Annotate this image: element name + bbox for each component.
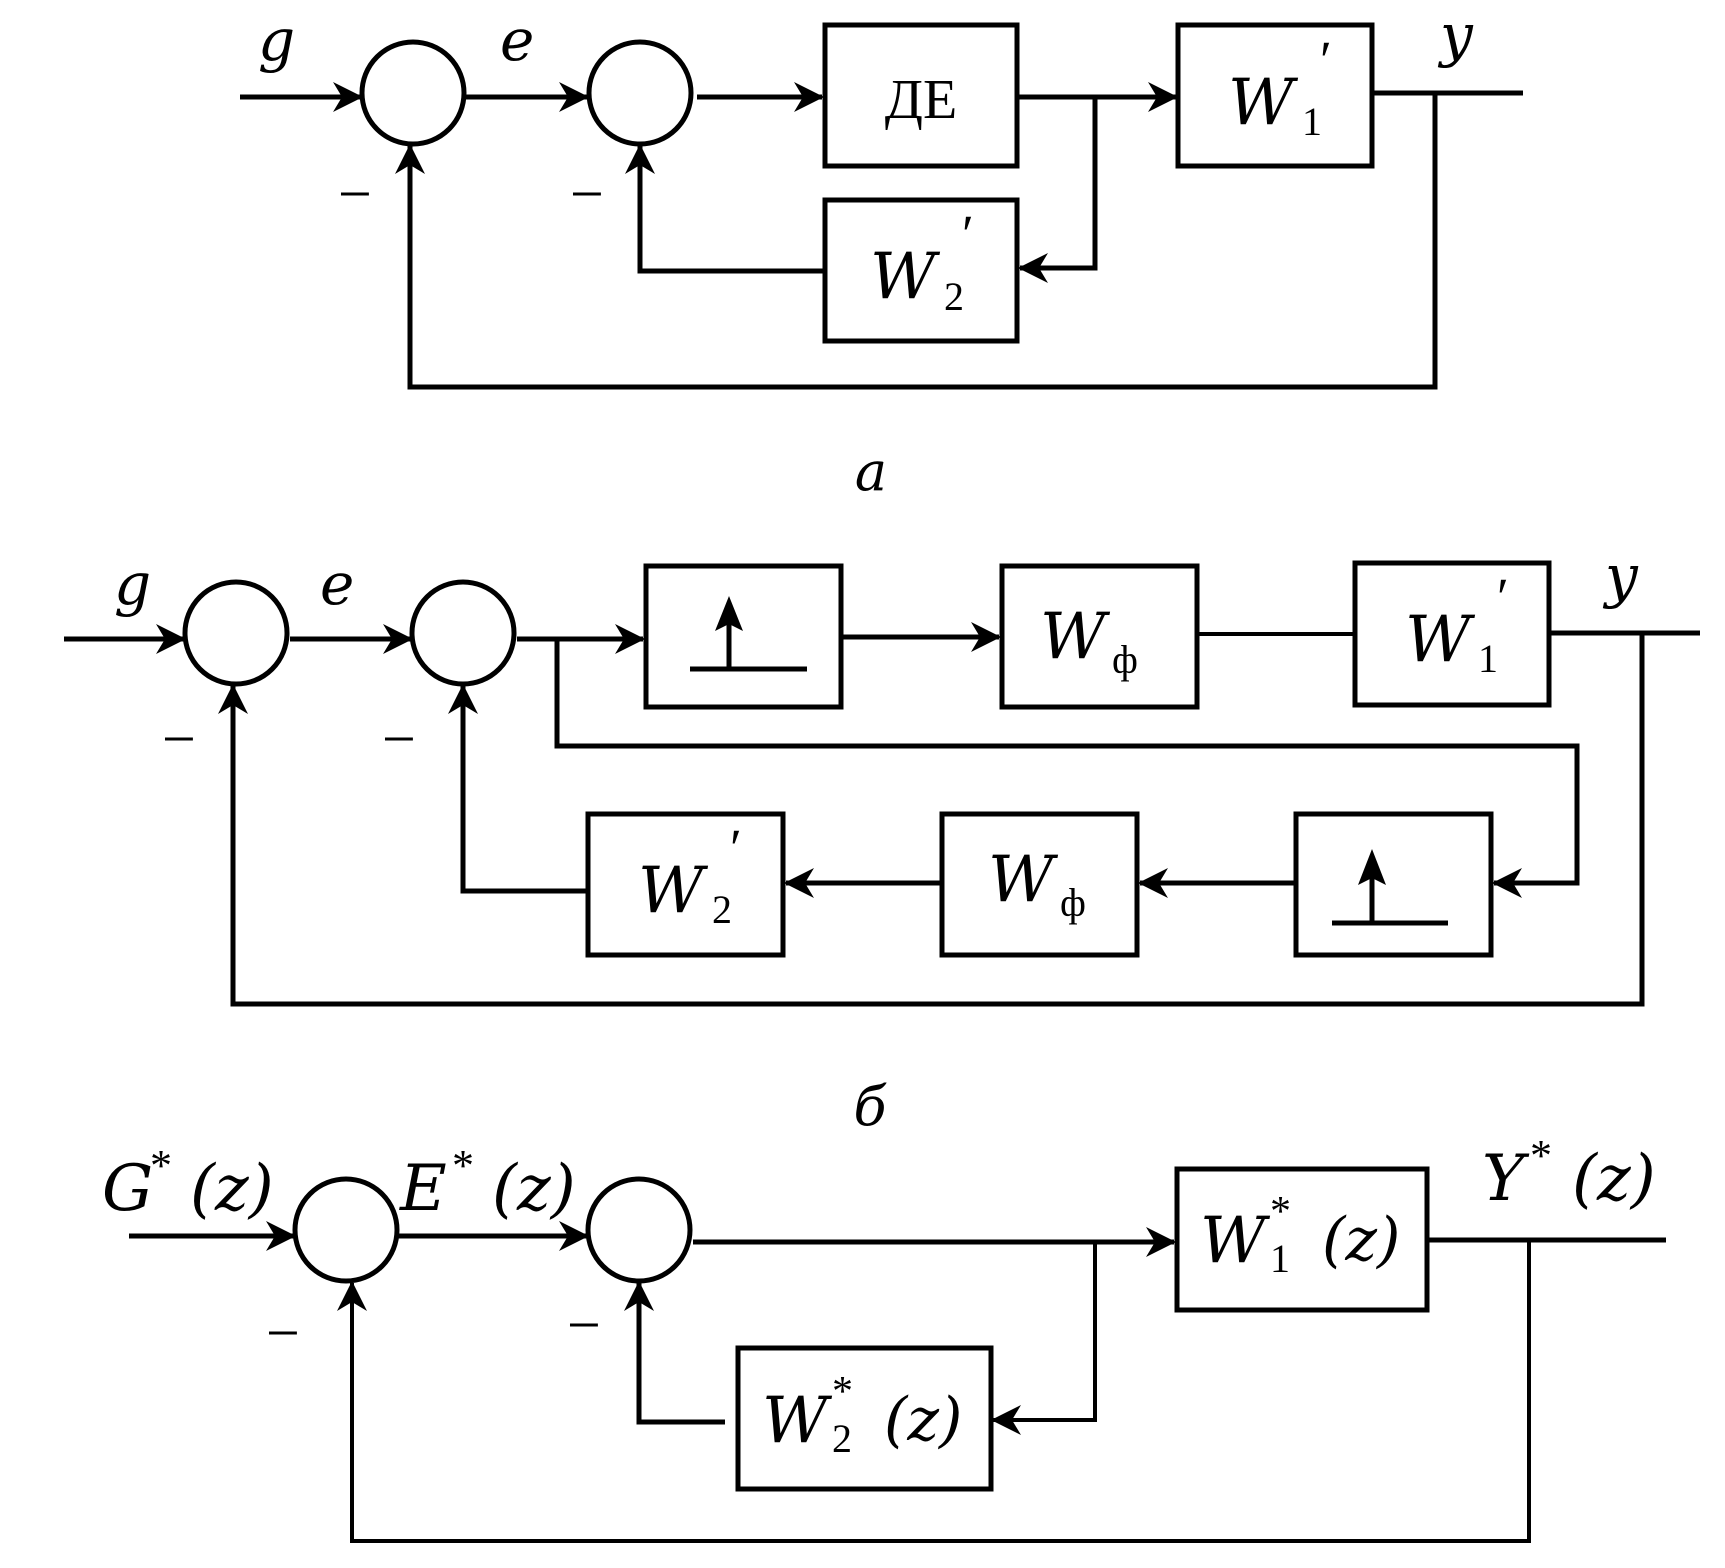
svg-text:(z): (z) bbox=[1572, 1142, 1656, 1216]
filter-block-feedback bbox=[939, 811, 1140, 958]
panel-b-caption: б bbox=[854, 1075, 888, 1138]
sampler-block-feedback bbox=[1293, 811, 1494, 958]
minus-sign-outer: − bbox=[338, 161, 372, 227]
error-label-e-star-z: E * (z) bbox=[399, 1141, 576, 1226]
panel-a-caption: a bbox=[855, 440, 887, 503]
summing-junction-inner bbox=[585, 1176, 693, 1284]
svg-text:W: W bbox=[638, 854, 709, 928]
minus-sign-inner: − bbox=[567, 1292, 601, 1358]
summing-junction-outer bbox=[182, 579, 290, 687]
w2-star-block-label: W * 2 (z) bbox=[762, 1369, 962, 1461]
svg-text:ф: ф bbox=[1112, 637, 1138, 682]
output-label-y: y bbox=[1602, 542, 1639, 610]
svg-text:(z): (z) bbox=[190, 1152, 274, 1226]
input-label-g: g bbox=[258, 6, 295, 74]
input-label-g: g bbox=[114, 550, 151, 618]
impulse-sampler-icon bbox=[1332, 849, 1448, 926]
actuator-block-label: ДЕ bbox=[885, 69, 957, 131]
svg-text:Y: Y bbox=[1482, 1142, 1530, 1216]
outer-feedback-line bbox=[395, 93, 1438, 390]
svg-text:2: 2 bbox=[944, 274, 964, 319]
svg-text:′: ′ bbox=[730, 818, 742, 878]
minus-sign-inner: − bbox=[382, 706, 416, 772]
summing-junction-outer bbox=[292, 1176, 400, 1284]
svg-text:2: 2 bbox=[712, 887, 732, 932]
outer-feedback-line bbox=[337, 1240, 1531, 1543]
svg-text:′: ′ bbox=[1497, 567, 1509, 627]
svg-text:W: W bbox=[1200, 1204, 1271, 1278]
svg-text:*: * bbox=[1270, 1189, 1291, 1235]
svg-text:*: * bbox=[452, 1141, 474, 1190]
filter-block-feedback-label: W ф bbox=[988, 843, 1086, 925]
w1-block-label: W ′ 1 bbox=[1405, 567, 1509, 681]
svg-text:′: ′ bbox=[962, 204, 974, 264]
filter-block-forward-label: W ф bbox=[1040, 600, 1138, 682]
svg-text:W: W bbox=[1405, 603, 1476, 677]
svg-text:W: W bbox=[1228, 66, 1299, 140]
summing-junction-inner bbox=[586, 39, 694, 147]
svg-text:W: W bbox=[870, 240, 941, 314]
panel-b: g e W ф W ′ 1 y bbox=[64, 542, 1700, 1138]
svg-text:W: W bbox=[1040, 600, 1111, 674]
svg-text:(z): (z) bbox=[1322, 1205, 1400, 1275]
actuator-block bbox=[822, 22, 1020, 169]
summing-junction-inner bbox=[409, 579, 517, 687]
svg-text:(z): (z) bbox=[884, 1385, 962, 1455]
svg-text:E: E bbox=[399, 1152, 447, 1226]
svg-text:1: 1 bbox=[1478, 636, 1498, 681]
w1-star-block bbox=[1174, 1166, 1430, 1313]
input-label-g-star-z: G * (z) bbox=[102, 1141, 274, 1226]
svg-text:*: * bbox=[832, 1369, 853, 1415]
w1-block-label: W ′ 1 bbox=[1228, 30, 1332, 144]
svg-text:W: W bbox=[988, 843, 1059, 917]
impulse-sampler-icon bbox=[690, 596, 807, 672]
inner-feedback-branch bbox=[554, 639, 1580, 898]
svg-text:2: 2 bbox=[832, 1416, 852, 1461]
filter-block-forward bbox=[999, 563, 1200, 710]
panel-c: G * (z) E * (z) W * 1 (z) Y * (z) W bbox=[102, 1131, 1666, 1543]
sampler-block-forward bbox=[643, 563, 844, 710]
w1-block bbox=[1352, 560, 1552, 708]
minus-sign-outer: − bbox=[162, 706, 196, 772]
panel-a: g e ДЕ W ′ 1 y W ′ 2 − − bbox=[240, 1, 1523, 503]
inner-feedback-return bbox=[624, 1281, 725, 1425]
svg-text:′: ′ bbox=[1320, 30, 1332, 90]
svg-text:*: * bbox=[1530, 1131, 1552, 1180]
output-label-y: y bbox=[1437, 1, 1474, 69]
inner-feedback-branch bbox=[1018, 97, 1098, 283]
inner-feedback-return bbox=[448, 684, 588, 894]
svg-text:(z): (z) bbox=[492, 1152, 576, 1226]
inner-feedback-branch bbox=[991, 1242, 1097, 1435]
error-label-e: e bbox=[320, 550, 354, 618]
output-label-y-star-z: Y * (z) bbox=[1482, 1131, 1656, 1216]
w1-star-block-label: W * 1 (z) bbox=[1200, 1189, 1400, 1281]
svg-text:1: 1 bbox=[1270, 1236, 1290, 1281]
w2-star-block bbox=[735, 1345, 994, 1492]
w2-block-label: W ′ 2 bbox=[638, 818, 742, 932]
svg-text:*: * bbox=[150, 1141, 172, 1190]
svg-text:G: G bbox=[102, 1152, 153, 1226]
svg-text:1: 1 bbox=[1302, 99, 1322, 144]
minus-sign-outer: − bbox=[266, 1300, 300, 1366]
w2-block-label: W ′ 2 bbox=[870, 204, 974, 319]
summing-junction-outer bbox=[359, 39, 467, 147]
w2-block bbox=[585, 811, 786, 958]
outer-feedback-line bbox=[218, 633, 1645, 1007]
w1-block bbox=[1175, 22, 1375, 169]
svg-text:W: W bbox=[762, 1384, 833, 1458]
minus-sign-inner: − bbox=[570, 161, 604, 227]
svg-text:ф: ф bbox=[1060, 880, 1086, 925]
inner-feedback-return bbox=[625, 144, 825, 274]
error-label-e: e bbox=[500, 6, 534, 74]
